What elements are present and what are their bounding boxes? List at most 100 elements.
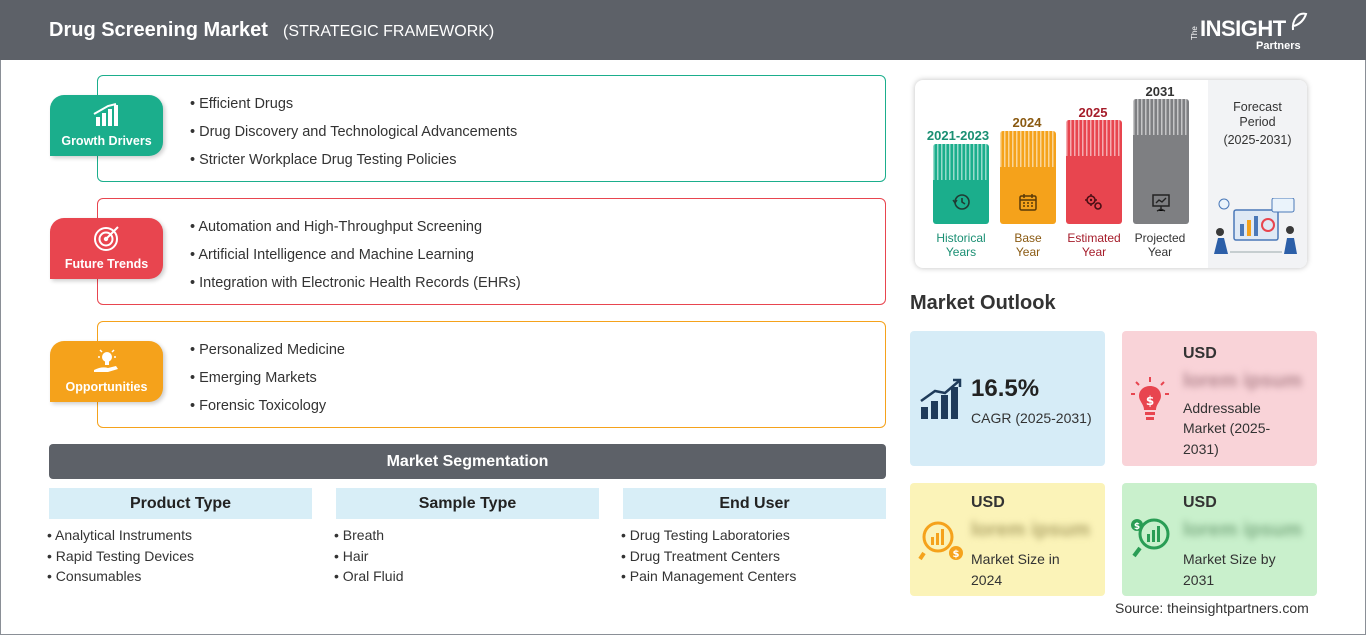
svg-text:$: $ [1134,522,1140,532]
logo-insight-text: INSIGHT [1200,16,1286,41]
logo-partners-text: Partners [1256,40,1301,52]
list-item: Analytical Instruments [47,525,194,546]
growth-drivers-box: Efficient Drugs Drug Discovery and Techn… [97,75,886,182]
timeline-year-historical: 2021-2023 [926,128,990,143]
segment-header-product-type: Product Type [49,488,312,519]
cagr-label: CAGR (2025-2031) [971,410,1092,426]
end-user-list: Drug Testing Laboratories Drug Treatment… [621,525,797,587]
target-icon [94,226,119,251]
header-bar: Drug Screening Market (STRATEGIC FRAMEWO… [0,0,1366,60]
list-item: Rapid Testing Devices [47,546,194,567]
timeline-bar-projected [1133,99,1189,224]
size-2031-label-2: 2031 [1183,572,1215,588]
size-2024-label-1: Market Size in [971,551,1060,567]
source-text: Source: theinsightpartners.com [1115,600,1309,616]
svg-text:$: $ [953,549,960,560]
magnifier-chart-icon: $ [918,521,963,561]
opportunities-label: Opportunities [65,380,148,394]
timeline-label-historical-1: Historical [936,231,986,245]
growth-drivers-badge: Growth Drivers [50,95,163,156]
addressable-label-2: Market (2025- [1183,420,1271,436]
list-item: Automation and High-Throughput Screening [190,217,521,245]
list-item: Drug Testing Laboratories [621,525,796,546]
addressable-label-1: Addressable [1183,400,1261,416]
addressable-usd-label: USD [1183,345,1217,362]
timeline-label-base-2: Year [1015,245,1041,259]
list-item: Forensic Toxicology [190,396,345,424]
market-segmentation-title: Market Segmentation [49,444,886,479]
growth-chart-icon [920,378,962,419]
timeline-label-historical-2: Years [945,245,977,259]
future-trends-list: Automation and High-Throughput Screening… [190,217,521,301]
list-item: Stricter Workplace Drug Testing Policies [190,150,517,178]
logo-the-text: The [1190,26,1199,40]
list-item: Consumables [47,566,194,587]
forecast-period-label: Period [1239,115,1276,129]
list-item: Artificial Intelligence and Machine Lear… [190,245,521,273]
sample-type-list: Breath Hair Oral Fluid [334,525,404,587]
size-2031-value: lorem ipsum [1183,519,1302,541]
forecast-label: Forecast [1233,100,1282,114]
list-item: Efficient Drugs [190,94,517,122]
product-type-list: Analytical Instruments Rapid Testing Dev… [47,525,194,587]
list-item: Breath [334,525,403,546]
magnifier-chart-icon: $ [1131,518,1170,558]
opportunities-badge: Opportunities [50,341,163,402]
svg-text:$: $ [1146,394,1154,408]
size-2024-value: lorem ipsum [971,519,1090,541]
timeline-year-projected: 2031 [1145,84,1175,99]
list-item: Pain Management Centers [621,566,797,587]
list-item: Drug Treatment Centers [621,546,796,567]
timeline-year-estimated: 2025 [1078,105,1108,120]
size-2024-label-2: 2024 [971,572,1003,588]
future-trends-box: Automation and High-Throughput Screening… [97,198,886,305]
segment-header-end-user: End User [623,488,886,519]
forecast-range-label: (2025-2031) [1223,133,1292,147]
addressable-market-card: $ USD lorem ipsum Addressable Market (20… [1122,331,1317,466]
timeline-label-base-1: Base [1014,231,1042,245]
calendar-icon [1019,194,1037,211]
market-outlook-title: Market Outlook [910,292,1056,314]
size-2024-usd-label: USD [971,494,1005,511]
timeline-label-projected-1: Projected [1134,231,1186,245]
timeline-label-estimated-2: Year [1081,245,1107,259]
lightbulb-hand-icon [94,349,118,372]
future-trends-badge: Future Trends [50,218,163,279]
list-item: Personalized Medicine [190,340,345,368]
market-size-2031-card: $ USD lorem ipsum Market Size by 2031 [1122,483,1317,596]
segment-header-sample-type: Sample Type [336,488,599,519]
addressable-value: lorem ipsum [1183,370,1302,392]
timeline-year-base: 2024 [1012,115,1042,130]
opportunities-box: Personalized Medicine Emerging Markets F… [97,321,886,428]
list-item: Drug Discovery and Technological Advance… [190,122,517,150]
size-2031-usd-label: USD [1183,494,1217,511]
page-title: Drug Screening Market [49,19,268,41]
addressable-label-3: 2031) [1183,441,1219,457]
cagr-card: 16.5% CAGR (2025-2031) [910,331,1105,466]
list-item: Integration with Electronic Health Recor… [190,273,521,301]
timeline-bar-base [1000,131,1056,224]
timeline-bar-estimated [1066,120,1122,224]
analytics-people-icon [1214,198,1297,254]
opportunities-list: Personalized Medicine Emerging Markets F… [190,340,345,424]
size-2031-label-1: Market Size by [1183,551,1276,567]
bar-chart-growth-icon [93,103,118,126]
timeline-label-estimated-1: Estimated [1067,231,1121,245]
presentation-icon [1152,194,1170,212]
market-size-2024-card: $ USD lorem ipsum Market Size in 2024 [910,483,1105,596]
timeline-bar-historical [933,144,989,224]
future-trends-label: Future Trends [64,257,149,271]
gears-icon [1085,194,1102,210]
list-item: Emerging Markets [190,368,345,396]
growth-drivers-list: Efficient Drugs Drug Discovery and Techn… [190,94,517,178]
history-clock-icon [952,194,970,210]
insight-partners-logo[interactable]: The INSIGHT Partners [1190,10,1320,54]
growth-drivers-label: Growth Drivers [61,134,152,148]
money-lightbulb-icon: $ [1131,377,1169,420]
timeline-label-projected-2: Year [1147,245,1173,259]
page-subtitle: (STRATEGIC FRAMEWORK) [283,23,495,40]
cagr-value: 16.5% [971,375,1040,402]
logo-arc-icon [1291,12,1308,31]
list-item: Oral Fluid [334,566,404,587]
list-item: Hair [334,546,403,567]
